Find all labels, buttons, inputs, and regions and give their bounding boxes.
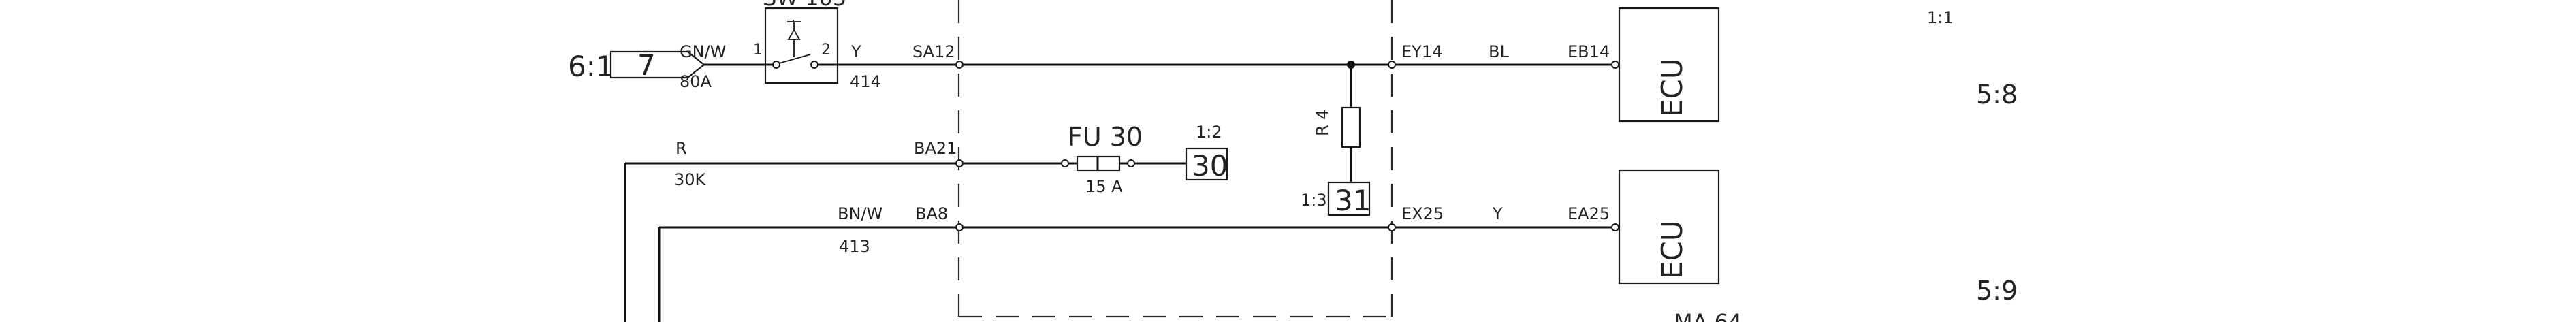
circuit-row-bottom: BN/W 413 BA8 EX25 Y EA25 — [838, 204, 1615, 256]
resistor-branch: R 4 31 1:3 — [1301, 65, 1371, 217]
resistor-symbol — [1341, 106, 1361, 148]
pin-eb14: EB14 — [1568, 42, 1610, 61]
ecu-unit-bottom: ECU — [1618, 169, 1720, 285]
pin-sa12: SA12 — [912, 42, 955, 61]
pin-ba21: BA21 — [914, 139, 957, 158]
connector-arrow — [609, 50, 705, 79]
circuit-row-top: 6:1 7 GN/W 80A SW 105 1 2 Y 414 SA12 EY1… — [568, 0, 1615, 91]
ecu-unit-top: ECU — [1618, 7, 1720, 123]
sheet-ref-5-8: 5:8 — [1976, 80, 2018, 110]
circuit-row-middle: R 30K BA21 FU 30 15 A 30 1:2 — [674, 122, 1228, 196]
ecu-top-label: ECU — [1655, 58, 1689, 117]
relay-box-30-number: 30 — [1192, 149, 1228, 182]
switch-name: SW 105 — [763, 0, 846, 11]
switch-icon — [772, 20, 818, 69]
relay-box-30-ref: 1:2 — [1196, 123, 1222, 142]
pin-ex25: EX25 — [1401, 204, 1444, 223]
relay-box-31-number: 31 — [1335, 184, 1371, 217]
wire-color-y-lower: Y — [1492, 204, 1503, 223]
switch-box — [764, 7, 839, 84]
relay-box-30 — [1185, 147, 1228, 181]
terminals — [955, 61, 1619, 231]
wire-id-414: 414 — [850, 72, 881, 91]
wire-color-gnw: GN/W — [680, 42, 726, 61]
fuse-name: FU 30 — [1068, 122, 1143, 152]
pin-ba8: BA8 — [915, 204, 948, 223]
junction-box-outline — [957, 0, 1393, 318]
wire-color-r: R — [675, 139, 687, 158]
wire-color-bnw: BN/W — [838, 204, 882, 223]
sheet-ref-5-9: 5:9 — [1976, 276, 2018, 306]
return-wires — [624, 162, 959, 322]
switch-pin1: 1 — [753, 42, 763, 59]
relay-box-31-ref: 1:3 — [1301, 191, 1327, 210]
pin-ey14: EY14 — [1401, 42, 1442, 61]
wire-color-y: Y — [850, 42, 861, 61]
switch-pin2: 2 — [821, 42, 831, 59]
relay-box-31 — [1327, 181, 1371, 216]
wire-id-80a: 80A — [680, 72, 712, 91]
fuse-rating: 15 A — [1085, 177, 1123, 196]
sheet-ref-6-1: 6:1 — [568, 50, 614, 83]
partial-label-ma64: MA 64 — [1674, 309, 1742, 322]
wire-color-bl: BL — [1489, 42, 1509, 61]
wire-id-413: 413 — [839, 237, 870, 256]
connector-number: 7 — [637, 48, 656, 82]
wire-id-30k: 30K — [674, 170, 707, 189]
sheet-ref-1-1: 1:1 — [1927, 8, 1954, 27]
pin-ea25: EA25 — [1568, 204, 1610, 223]
resistor-label: R 4 — [1313, 109, 1332, 136]
ecu-bottom-label: ECU — [1655, 220, 1689, 279]
